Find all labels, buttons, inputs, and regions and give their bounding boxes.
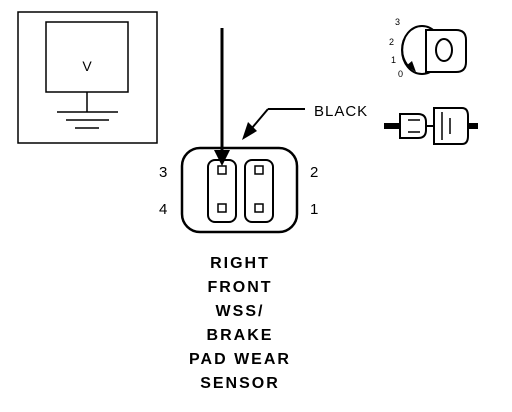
pin-3-label: 3	[159, 164, 167, 181]
ignition-key-icon: 3 2 1 0	[389, 17, 467, 79]
key-position-3: 3	[395, 17, 400, 27]
wire-color-label: BLACK	[314, 103, 368, 120]
voltmeter-icon: V	[17, 11, 158, 144]
wire-color-callout: BLACK	[242, 103, 368, 140]
title-line-3: WSS/	[216, 303, 265, 320]
voltmeter-symbol: V	[82, 58, 92, 74]
pin-1-label: 1	[310, 201, 318, 218]
pin-4-terminal	[217, 203, 227, 213]
title-line-5: PAD WEAR	[189, 351, 291, 368]
key-position-1: 1	[391, 55, 396, 65]
title-line-2: FRONT	[207, 279, 272, 296]
pin-2-label: 2	[310, 164, 318, 181]
key-position-0: 0	[398, 69, 403, 79]
title-line-6: SENSOR	[200, 375, 280, 392]
disconnected-connector-icon	[384, 107, 478, 145]
ground-symbol-icon	[57, 92, 118, 129]
test-probe-wire	[214, 28, 230, 166]
title-line-4: BRAKE	[207, 327, 274, 344]
pin-1-terminal	[254, 203, 264, 213]
pin-4-label: 4	[159, 201, 167, 218]
key-position-2: 2	[389, 37, 394, 47]
component-title: RIGHT FRONT WSS/ BRAKE PAD WEAR SENSOR	[189, 255, 291, 392]
pin-3-terminal	[217, 165, 227, 175]
connector-face	[180, 146, 299, 234]
title-line-1: RIGHT	[210, 255, 270, 272]
pin-2-terminal	[254, 165, 264, 175]
